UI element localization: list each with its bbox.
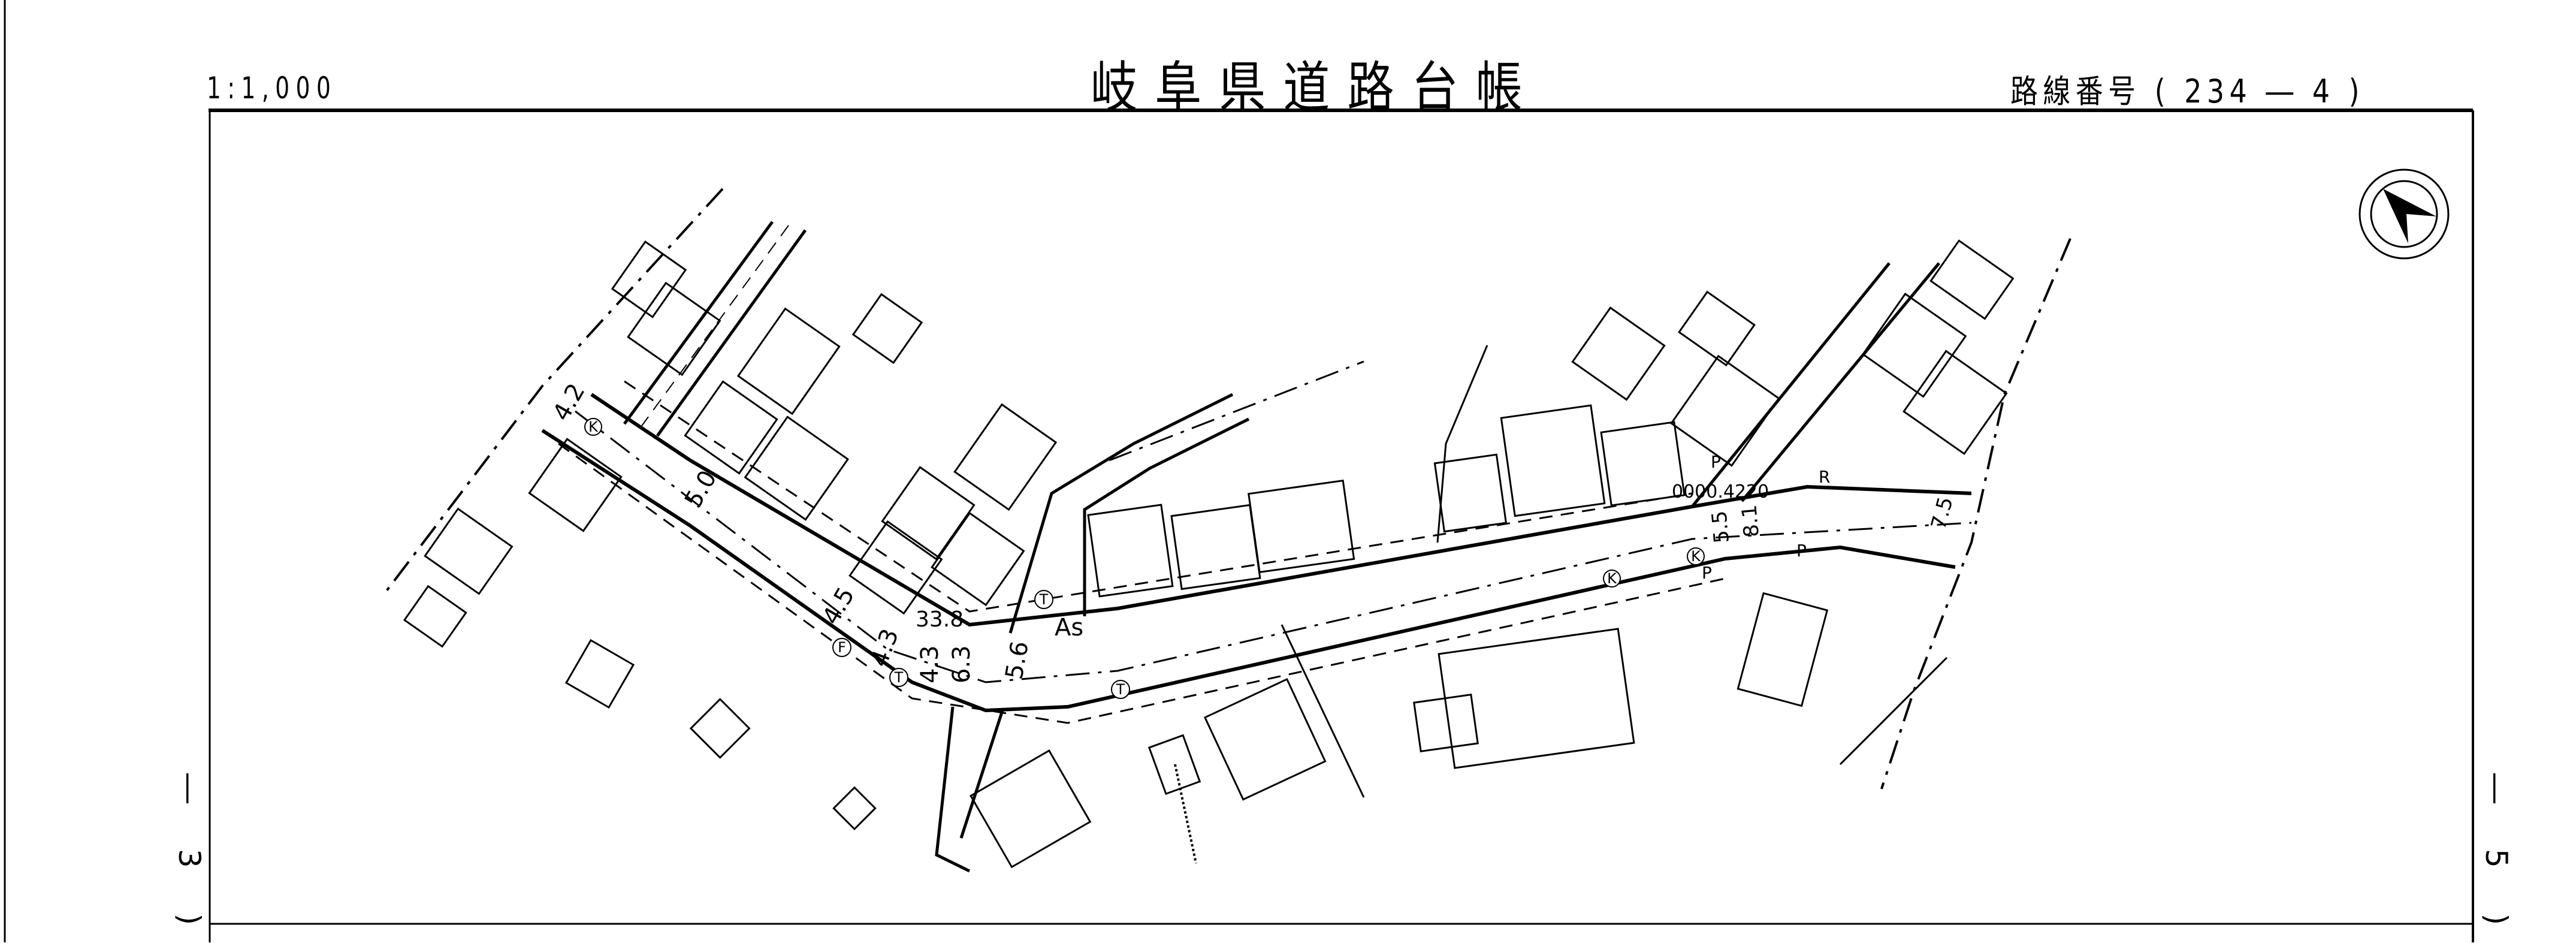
building bbox=[1678, 290, 1756, 367]
building bbox=[1737, 592, 1829, 707]
waterway bbox=[1436, 345, 1488, 543]
embankment bbox=[1174, 764, 1197, 864]
building bbox=[1500, 404, 1606, 517]
svg-text:K: K bbox=[1607, 570, 1617, 587]
side-road bbox=[623, 221, 774, 425]
boundary-line bbox=[1880, 238, 2071, 790]
building bbox=[1413, 694, 1479, 752]
svg-text:T: T bbox=[1116, 681, 1125, 698]
north-arrow-icon bbox=[2358, 168, 2450, 260]
building bbox=[1600, 421, 1686, 507]
building bbox=[1438, 628, 1635, 769]
building bbox=[953, 403, 1058, 511]
waterway bbox=[1281, 624, 1365, 798]
road-edge bbox=[590, 393, 1972, 627]
building bbox=[931, 511, 1025, 607]
symbol: F bbox=[832, 638, 851, 657]
letter-label: P bbox=[1702, 563, 1712, 583]
pavement-label: As bbox=[1055, 614, 1083, 641]
width-label: 4.5 bbox=[817, 583, 860, 629]
symbol: T bbox=[1111, 680, 1130, 699]
building bbox=[1902, 350, 2008, 456]
width-label: 4.3 bbox=[916, 645, 944, 683]
road-edge-dashed bbox=[558, 442, 1726, 724]
boundary-line bbox=[1109, 360, 1364, 462]
road-edge-dashed bbox=[624, 380, 1693, 613]
side-road bbox=[1008, 393, 1234, 634]
scale-label: 1:1,000 bbox=[207, 71, 337, 106]
building bbox=[1929, 239, 2015, 320]
map-symbols: T T T F K K K bbox=[584, 418, 1705, 699]
building bbox=[969, 749, 1092, 869]
width-label: 5.5 bbox=[1707, 510, 1734, 544]
building bbox=[627, 281, 721, 376]
svg-text:K: K bbox=[1691, 548, 1701, 565]
building bbox=[881, 466, 976, 561]
building bbox=[528, 438, 623, 532]
symbol: K bbox=[1603, 570, 1621, 588]
building bbox=[744, 415, 850, 521]
building bbox=[832, 786, 877, 831]
side-road bbox=[1741, 262, 1940, 502]
width-label: 8.1 bbox=[1737, 504, 1764, 538]
buildings bbox=[403, 239, 2015, 869]
road-centerline bbox=[575, 410, 1972, 683]
letter-label: P bbox=[1796, 541, 1807, 561]
width-label: 5.6 bbox=[1001, 639, 1034, 682]
side-road bbox=[1691, 262, 1891, 508]
sheet-frame bbox=[4, 0, 2474, 942]
svg-text:F: F bbox=[838, 639, 846, 656]
road-edge bbox=[541, 429, 1956, 713]
width-label: 6.3 bbox=[948, 645, 976, 683]
building bbox=[851, 293, 923, 364]
letter-label: P bbox=[1711, 452, 1721, 472]
side-road bbox=[656, 229, 807, 437]
svg-text:T: T bbox=[1039, 591, 1049, 608]
letter-label: R bbox=[1819, 467, 1830, 487]
building bbox=[684, 380, 778, 475]
road-lines bbox=[385, 188, 2071, 873]
building bbox=[1203, 678, 1327, 801]
svg-text:T: T bbox=[894, 669, 904, 686]
boundary-line bbox=[385, 188, 724, 593]
route-number: 路線番号 ( 234 ― 4 ) bbox=[2010, 73, 2365, 110]
building bbox=[1087, 504, 1174, 598]
building bbox=[736, 307, 841, 415]
boundary-line bbox=[1839, 656, 1948, 766]
building bbox=[1147, 734, 1201, 796]
station-label: 0000.4220 bbox=[1672, 481, 1769, 502]
width-label: 4.3 bbox=[865, 625, 904, 671]
building bbox=[1861, 293, 1967, 398]
symbol: T bbox=[1034, 590, 1053, 609]
building bbox=[1433, 453, 1508, 533]
building bbox=[848, 520, 943, 615]
building bbox=[689, 698, 751, 759]
building bbox=[403, 585, 467, 648]
symbol: K bbox=[1687, 547, 1705, 565]
elevation-label: 33.8 bbox=[916, 607, 964, 632]
side-road bbox=[959, 710, 1004, 839]
building bbox=[564, 638, 635, 709]
building bbox=[1670, 354, 1780, 467]
building bbox=[424, 507, 514, 595]
width-label: 7.5 bbox=[1926, 495, 1958, 532]
side-road bbox=[1083, 417, 1250, 616]
building bbox=[611, 240, 687, 318]
building bbox=[1571, 306, 1666, 401]
width-label: 5.0 bbox=[680, 466, 723, 513]
symbol: T bbox=[889, 668, 908, 687]
side-road bbox=[935, 706, 971, 873]
building bbox=[1248, 479, 1355, 574]
svg-text:K: K bbox=[588, 418, 599, 435]
symbol: K bbox=[584, 418, 602, 436]
